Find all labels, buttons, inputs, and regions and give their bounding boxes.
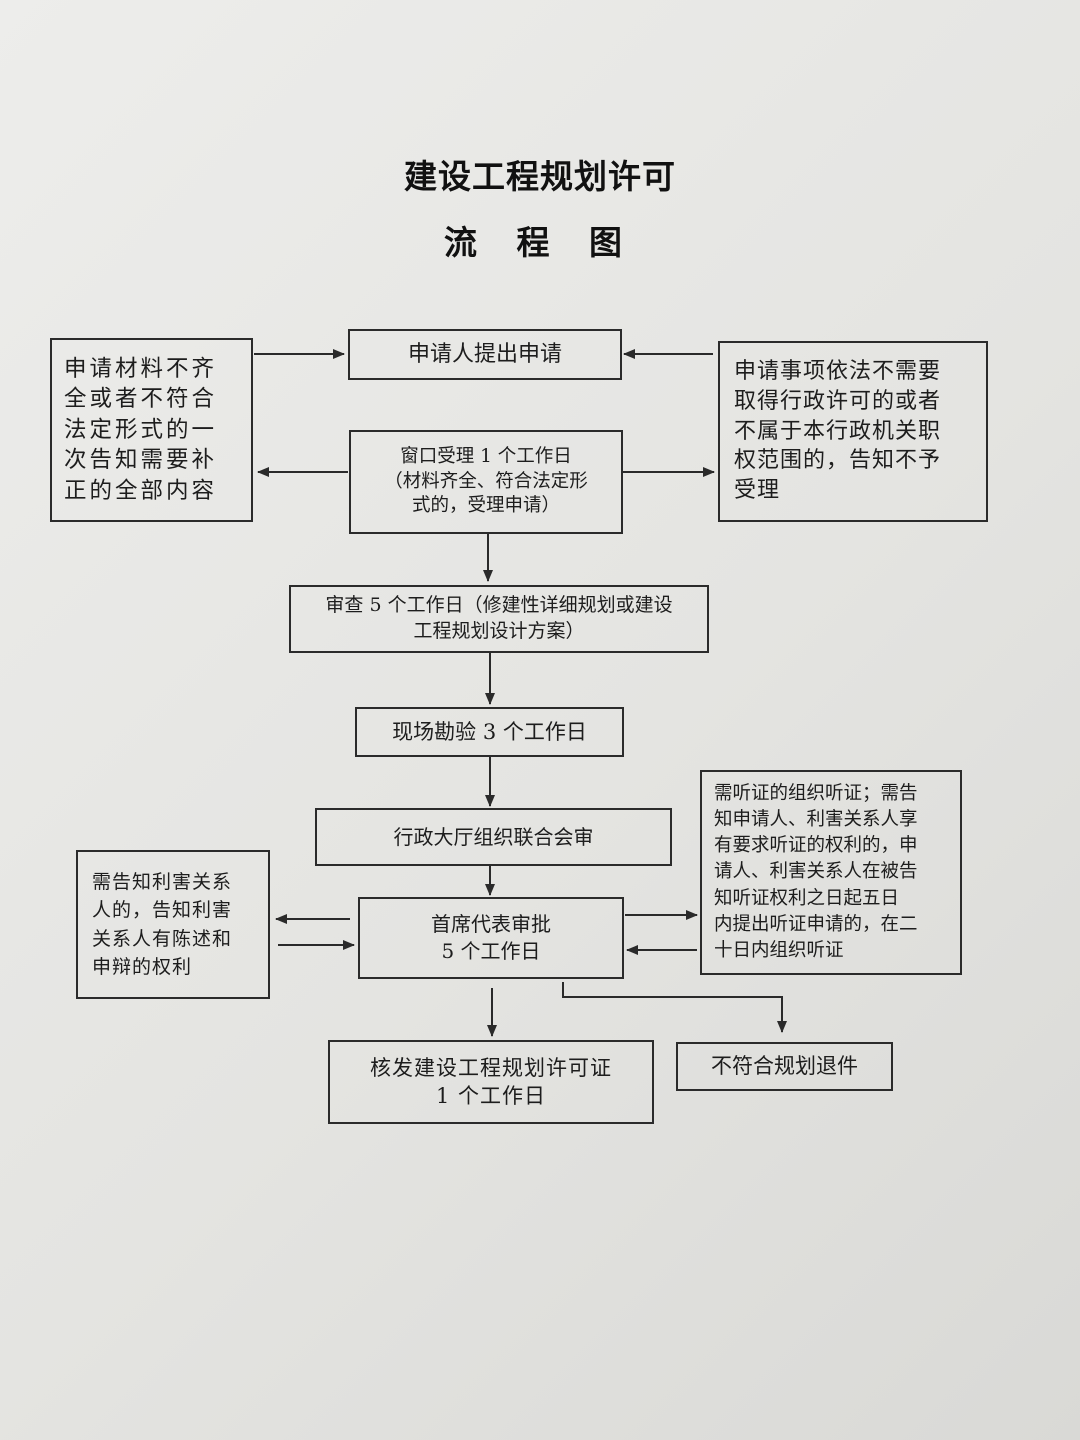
page-title: 建设工程规划许可 <box>404 157 676 196</box>
node-stakeholder-label: 需告知利害关系 人的，告知利害 关系人有陈述和 申辩的权利 <box>92 870 233 979</box>
node-not-required: 申请事项依法不需要 取得行政许可的或者 不属于本行政机关职 权范围的，告知不予 … <box>718 341 988 522</box>
node-survey: 现场勘验 3 个工作日 <box>355 707 624 757</box>
node-hearing-label: 需听证的组织听证；需告 知申请人、利害关系人享 有要求听证的权利的，申 请人、利… <box>714 782 918 962</box>
node-reject-label: 不符合规划退件 <box>711 1054 858 1079</box>
node-chief-label: 首席代表审批 5 个工作日 <box>431 912 551 963</box>
node-not-required-label: 申请事项依法不需要 取得行政许可的或者 不属于本行政机关职 权范围的，告知不予 … <box>734 359 942 504</box>
node-reject: 不符合规划退件 <box>676 1042 893 1091</box>
page-subtitle: 流 程 图 <box>444 223 636 262</box>
node-incomplete: 申请材料不齐 全或者不符合 法定形式的一 次告知需要补 正的全部内容 <box>50 338 253 522</box>
node-issue-label: 核发建设工程规划许可证 1 个工作日 <box>370 1055 612 1108</box>
node-incomplete-label: 申请材料不齐 全或者不符合 法定形式的一 次告知需要补 正的全部内容 <box>64 356 218 504</box>
node-apply: 申请人提出申请 <box>348 329 622 380</box>
node-survey-label: 现场勘验 3 个工作日 <box>392 719 587 744</box>
arrow-chief-to-reject <box>562 982 787 1033</box>
node-issue: 核发建设工程规划许可证 1 个工作日 <box>328 1040 654 1124</box>
node-stakeholder: 需告知利害关系 人的，告知利害 关系人有陈述和 申辩的权利 <box>76 850 270 999</box>
node-window-label: 窗口受理 1 个工作日 （材料齐全、符合法定形 式的，受理申请） <box>384 445 588 517</box>
node-joint-label: 行政大厅组织联合会审 <box>393 824 594 849</box>
node-apply-label: 申请人提出申请 <box>407 341 562 367</box>
node-joint: 行政大厅组织联合会审 <box>315 808 672 866</box>
node-window: 窗口受理 1 个工作日 （材料齐全、符合法定形 式的，受理申请） <box>349 430 623 534</box>
node-chief: 首席代表审批 5 个工作日 <box>358 897 624 979</box>
node-hearing: 需听证的组织听证；需告 知申请人、利害关系人享 有要求听证的权利的，申 请人、利… <box>700 770 962 975</box>
node-review-label: 审查 5 个工作日（修建性详细规划或建设 工程规划设计方案） <box>325 594 673 642</box>
node-review: 审查 5 个工作日（修建性详细规划或建设 工程规划设计方案） <box>289 585 709 653</box>
